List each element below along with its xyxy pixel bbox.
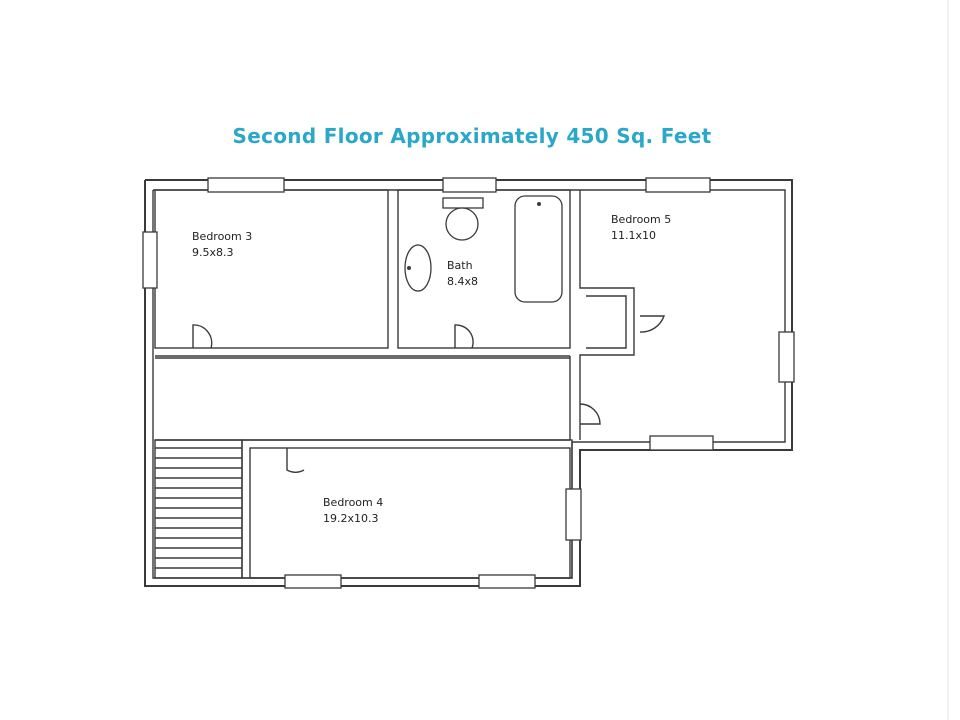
bath-door	[454, 324, 474, 349]
hallway	[155, 355, 571, 441]
bathtub	[514, 195, 563, 303]
window-bedroom-3-top	[207, 177, 285, 193]
window-bedroom-5-right	[778, 331, 795, 383]
closet-door	[639, 315, 665, 333]
staircase	[154, 439, 243, 579]
bedroom-5-name: Bedroom 5	[611, 213, 671, 226]
bedroom-3-name: Bedroom 3	[192, 230, 252, 243]
windows	[142, 177, 795, 589]
toilet-tank	[442, 197, 484, 209]
bedroom-4-size: 19.2x10.3	[323, 512, 379, 525]
bedroom-3: Bedroom 3 9.5x8.3	[154, 189, 389, 349]
window-bedroom-4-bottom-left	[284, 574, 342, 589]
bedroom-4-door	[286, 448, 305, 473]
bedroom-4-name: Bedroom 4	[323, 496, 383, 509]
bedroom-5: Bedroom 5 11.1x10	[579, 190, 671, 440]
floor-plan-title: Second Floor Approximately 450 Sq. Feet	[232, 124, 712, 148]
window-bedroom-4-right	[565, 488, 582, 541]
window-bedroom-4-bottom-right	[478, 574, 536, 589]
bedroom-3-door	[192, 324, 213, 349]
bedroom-3-size: 9.5x8.3	[192, 246, 234, 259]
bath-name: Bath	[447, 259, 473, 272]
bath-room: Bath 8.4x8	[397, 189, 571, 349]
window-bedroom-5-bottom	[649, 435, 714, 451]
bedroom-5-door	[579, 403, 601, 425]
bedroom-5-size: 11.1x10	[611, 229, 656, 242]
window-bath-top	[442, 177, 497, 193]
bedroom-4: Bedroom 4 19.2x10.3	[241, 439, 573, 579]
window-bedroom-3-left	[142, 231, 158, 289]
toilet-bowl	[445, 207, 479, 241]
sink	[404, 244, 432, 292]
bath-size: 8.4x8	[447, 275, 478, 288]
window-bedroom-5-top	[645, 177, 711, 193]
